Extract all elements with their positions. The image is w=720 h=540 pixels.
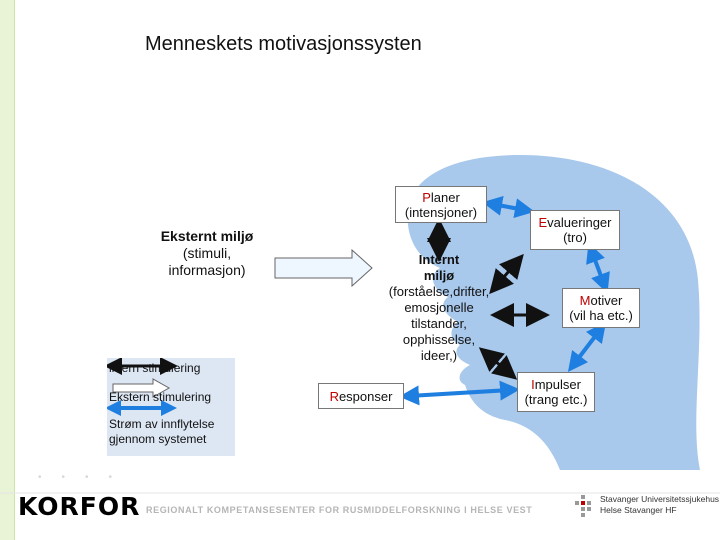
evalueringer-key-letter: E	[538, 215, 548, 230]
motiver-key-letter: M	[579, 293, 591, 308]
legend-hollow-arrow	[112, 378, 171, 398]
planer-key-letter: P	[422, 190, 431, 205]
impulser-subtitle: (trang etc.)	[524, 392, 588, 407]
slide-title: Menneskets motivasjonssysten	[145, 33, 422, 55]
arrow-internt-evalueringer	[489, 253, 524, 295]
legend-item-ekstern: Ekstern stimulering	[109, 390, 212, 404]
evalueringer-box: Evalueringer (tro)	[530, 210, 620, 250]
left-accent-bar	[0, 0, 15, 540]
internt-line1: Internt	[418, 252, 460, 267]
internt-miljo-label: Internt miljø (forståelse,drifter, emosj…	[372, 252, 506, 364]
hospital-line2: Helse Stavanger HF	[600, 505, 677, 515]
motiver-subtitle: (vil ha etc.)	[569, 308, 633, 323]
evalueringer-subtitle: (tro)	[563, 230, 587, 245]
internt-line4: emosjonelle	[404, 300, 474, 315]
footer-org-name: REGIONALT KOMPETANSESENTER FOR RUSMIDDEL…	[146, 505, 533, 515]
legend-symbols	[107, 358, 178, 416]
responser-key-letter: R	[329, 389, 339, 404]
external-line2: (stimuli,	[182, 245, 232, 261]
planer-label: laner	[430, 190, 460, 205]
hospital-name: Stavanger Universitetssjukehus Helse Sta…	[600, 494, 719, 516]
flow-evalueringer-motiver	[586, 242, 610, 294]
flow-planer-evalueringer	[482, 195, 535, 219]
external-stimulus-arrow	[274, 248, 373, 288]
evalueringer-label: valueringer	[547, 215, 612, 230]
hospital-logo-icon	[575, 495, 591, 517]
impulser-label: mpulser	[534, 377, 581, 392]
legend-item-intern: intern stimulering	[109, 361, 201, 375]
planer-subtitle: (intensjoner)	[404, 205, 478, 220]
responser-box: Responser	[318, 383, 404, 409]
external-line3: informasjon)	[168, 262, 246, 278]
decorative-dots: ••••	[38, 472, 133, 483]
flow-impulser-responser	[399, 380, 520, 406]
legend: intern stimulering Ekstern stimulering S…	[107, 358, 235, 456]
internt-line3: (forståelse,drifter,	[388, 284, 490, 299]
internt-line5: tilstander,	[411, 316, 467, 331]
motiver-label: otiver	[590, 293, 623, 308]
hospital-line1: Stavanger Universitetssjukehus	[600, 494, 720, 504]
internt-line6: opphisselse,	[402, 332, 476, 347]
impulser-box: Impulser (trang etc.)	[517, 372, 595, 412]
legend-item-flow-line1: Strøm av innflytelse	[109, 417, 215, 431]
impulser-key-letter: I	[531, 377, 535, 392]
external-heading: Eksternt miljø	[160, 228, 254, 244]
footer-divider	[0, 492, 720, 494]
korfor-logo: KORFOR	[18, 492, 141, 521]
planer-box: Planer (intensjoner)	[395, 186, 487, 223]
responser-label: esponser	[338, 389, 393, 404]
external-environment-label: Eksternt miljø (stimuli, informasjon)	[142, 228, 272, 279]
internt-line2: miljø	[423, 268, 455, 283]
flow-motiver-impulser	[567, 322, 607, 372]
internt-line7: ideer,)	[420, 348, 458, 363]
motiver-box: Motiver (vil ha etc.)	[562, 288, 640, 328]
arrow-internt-impulser	[478, 347, 518, 380]
legend-item-flow-line2: gjennom systemet	[109, 432, 207, 446]
